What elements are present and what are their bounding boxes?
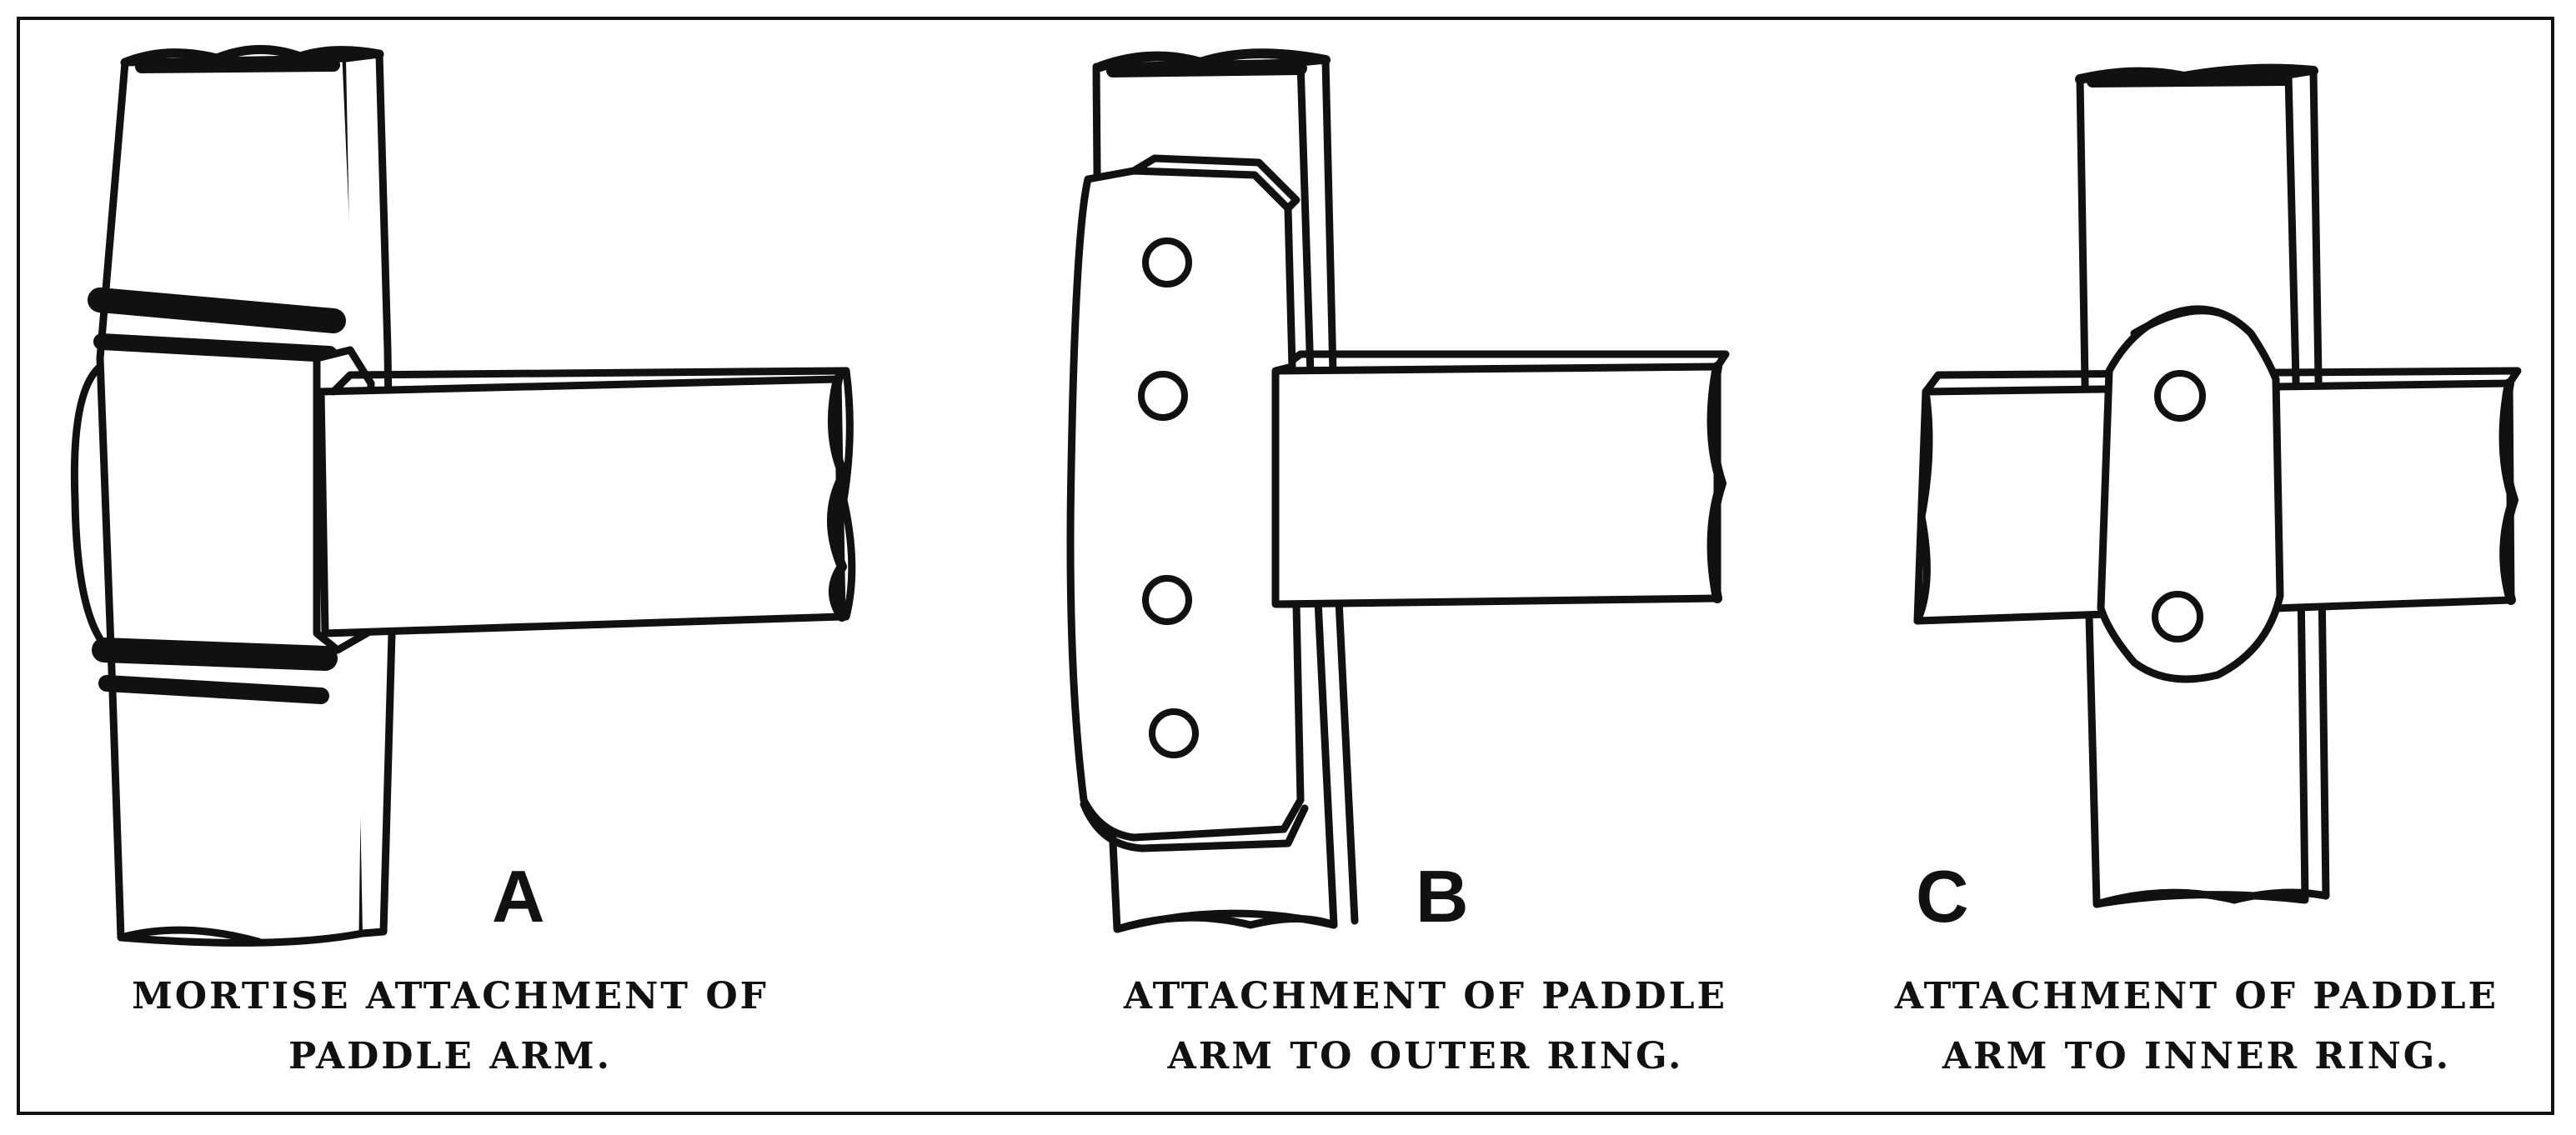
figure-a-caption-line-2: PADDLE ARM. [288, 1035, 612, 1078]
figure-a-caption-line-1: MORTISE ATTACHMENT OF [132, 975, 769, 1018]
figure-c-caption-line-2: ARM TO INNER RING. [1942, 1035, 2452, 1078]
figure-b-caption-line-2: ARM TO OUTER RING. [1167, 1035, 1684, 1078]
figure-b-drawing [1066, 48, 1730, 933]
figure-a-caption: MORTISE ATTACHMENT OF PADDLE ARM. [100, 967, 800, 1087]
figure-c-letter: C [1916, 855, 1969, 938]
figure-a-drawing [70, 44, 856, 947]
figure-b-letter: B [1416, 855, 1469, 938]
figure-c-caption-line-1: ATTACHMENT OF PADDLE [1894, 975, 2499, 1018]
figure-c-drawing [1913, 63, 2522, 908]
figure-b-caption: ATTACHMENT OF PADDLE ARM TO OUTER RING. [1084, 967, 1767, 1087]
figure-b-caption-line-1: ATTACHMENT OF PADDLE [1123, 975, 1728, 1018]
figure-a-letter: A [492, 855, 545, 938]
figure-c-caption: ATTACHMENT OF PADDLE ARM TO INNER RING. [1859, 967, 2534, 1087]
